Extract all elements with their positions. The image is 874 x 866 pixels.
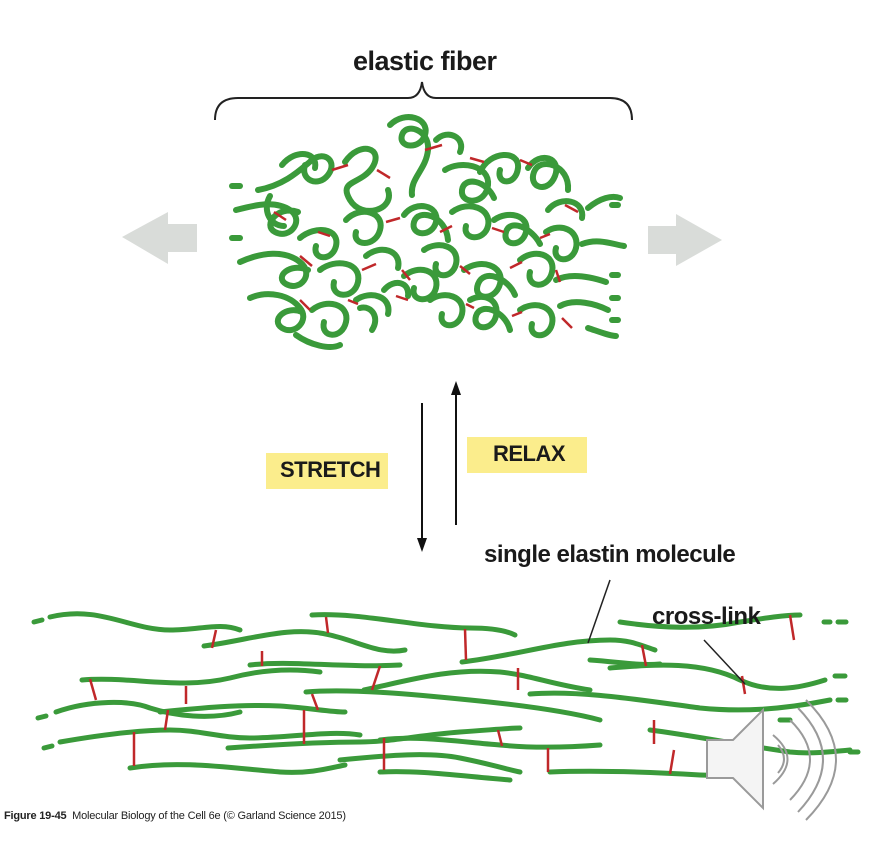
arrow-right-icon — [648, 214, 722, 266]
diagram-title: elastic fiber — [353, 46, 497, 76]
single-elastin-label: single elastin molecule — [484, 541, 736, 568]
figure-number: Figure 19-45 — [4, 810, 67, 822]
figure-caption: Figure 19-45 Molecular Biology of the Ce… — [4, 810, 346, 822]
arrow-left-icon — [122, 212, 197, 264]
stretch-label: STRETCH — [266, 453, 389, 489]
relaxed-fiber-network — [229, 114, 627, 350]
relax-arrow — [451, 381, 461, 525]
speaker-icon[interactable] — [706, 699, 837, 821]
elastic-fiber-brace — [214, 81, 633, 121]
stretched-fiber-molecules — [31, 611, 861, 783]
cross-link-label: cross-link — [652, 603, 761, 630]
relax-label: RELAX — [467, 437, 588, 473]
single-molecule-leader — [587, 579, 611, 644]
figure-source: Molecular Biology of the Cell 6e (© Garl… — [72, 810, 346, 822]
cross-link-leader — [703, 639, 746, 685]
stretched-cross-links — [88, 614, 796, 775]
stretch-arrow — [417, 403, 427, 552]
relaxed-cross-links — [273, 143, 579, 329]
